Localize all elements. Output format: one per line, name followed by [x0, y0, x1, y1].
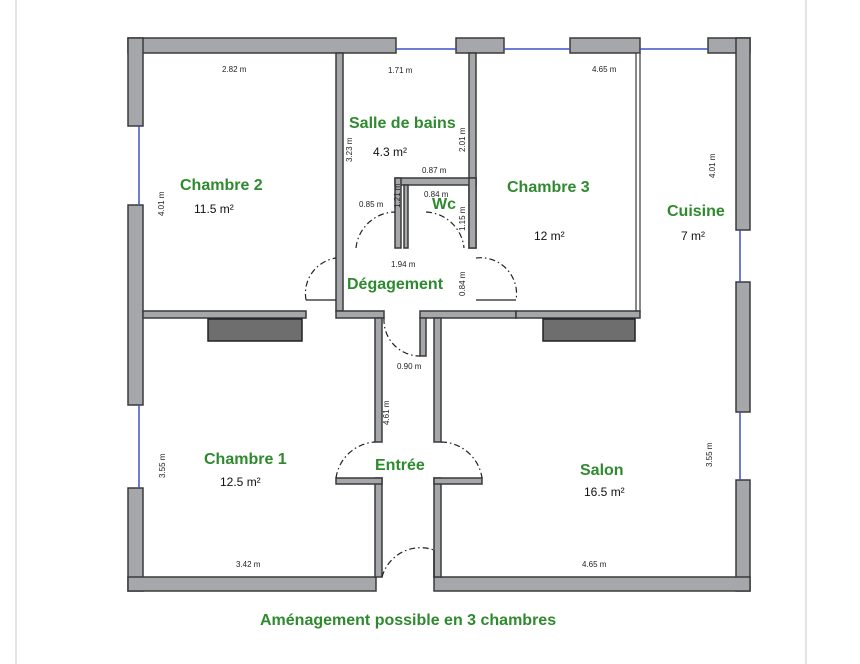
dimension-labels: 2.82 m 4.01 m 1.71 m 3.23 m 2.01 m 0.87 …: [157, 65, 717, 569]
dim-wc-inner: 0.84 m: [424, 190, 449, 199]
wall-stub-entree-left: [335, 477, 383, 485]
plan-caption: Aménagement possible en 3 chambres: [260, 612, 556, 629]
wall-entree-right-top: [433, 317, 442, 443]
room-area-cuisine: 7 m²: [681, 229, 705, 243]
room-name-sdb: Salle de bains: [349, 115, 456, 132]
wall-deg-bottom-left: [335, 310, 385, 319]
wall-right-1: [735, 37, 751, 231]
room-name-cuisine: Cuisine: [667, 203, 725, 220]
wall-ch2-bottom: [142, 310, 307, 319]
wall-left-3: [127, 487, 144, 592]
dim-entree-length: 4.61 m: [382, 400, 391, 425]
wall-left-2: [127, 204, 144, 406]
fixture-salon: [542, 318, 636, 342]
dim-sdb-height-right: 2.01 m: [458, 127, 467, 152]
dim-salon-height: 3.55 m: [705, 442, 714, 467]
wall-top-left: [127, 37, 397, 54]
wall-wc-partition: [403, 184, 409, 249]
dim-wc-side: 1.21 m: [393, 183, 402, 208]
dim-cuisine-height: 4.01 m: [708, 153, 717, 178]
wall-ch3-bottom: [515, 310, 641, 319]
room-name-chambre2: Chambre 2: [180, 177, 263, 194]
room-area-chambre3: 12 m²: [534, 229, 565, 243]
door-swing-entree-left: [335, 441, 376, 479]
door-swing-front: [381, 547, 435, 578]
wall-ch2-sdb: [335, 52, 344, 312]
dim-degagement-depth: 0.84 m: [458, 271, 467, 296]
wall-entree-left-bottom: [374, 477, 383, 578]
wall-top-right: [569, 37, 641, 54]
doors: [304, 211, 518, 578]
dim-sdb-width: 1.71 m: [388, 66, 413, 75]
wall-ch3-cuisine: [635, 52, 641, 312]
door-swing-chambre3: [475, 257, 518, 301]
wall-right-3: [735, 479, 751, 592]
dim-degagement-width: 1.94 m: [391, 260, 416, 269]
wall-left-1: [127, 37, 144, 127]
wall-wc-right: [468, 177, 477, 249]
wall-stub-entree-door: [419, 317, 427, 357]
exterior-walls: [127, 37, 751, 592]
dim-chambre1-height: 3.55 m: [158, 453, 167, 478]
wall-entree-right-bottom: [433, 477, 442, 578]
wall-top-mid: [455, 37, 505, 54]
room-area-chambre2: 11.5 m²: [194, 202, 234, 216]
dim-sdb-height-left: 3.23 m: [345, 137, 354, 162]
room-area-salon: 16.5 m²: [584, 485, 625, 499]
dim-entree-door: 0.90 m: [397, 362, 422, 371]
wall-stub-entree-right: [433, 477, 483, 485]
door-swing-sdb: [355, 211, 396, 249]
room-name-wc: Wc: [432, 196, 456, 213]
room-area-sdb: 4.3 m²: [373, 145, 407, 159]
wall-wc-top: [394, 177, 477, 186]
wall-entree-left-top: [374, 317, 383, 443]
wall-deg-bottom-right: [419, 310, 517, 319]
windows: [138, 48, 741, 488]
door-swing-wc: [425, 211, 465, 249]
room-name-entree: Entrée: [375, 457, 425, 474]
dim-wc-depth: 1.15 m: [458, 206, 467, 231]
fixture-chambre1: [207, 318, 303, 342]
dim-salon-width: 4.65 m: [582, 560, 607, 569]
room-name-salon: Salon: [580, 462, 624, 479]
room-name-degagement: Dégagement: [347, 276, 444, 293]
wall-right-2: [735, 281, 751, 413]
dim-chambre1-width: 3.42 m: [236, 560, 261, 569]
door-swing-entree-right: [440, 441, 483, 479]
door-swing-chambre2: [304, 257, 337, 301]
wall-wc-left: [394, 177, 402, 249]
room-name-chambre3: Chambre 3: [507, 179, 590, 196]
dim-chambre2-height: 4.01 m: [157, 191, 166, 216]
room-area-chambre1: 12.5 m²: [220, 475, 261, 489]
wall-bottom-left: [127, 576, 377, 592]
dim-sdb-door: 0.85 m: [359, 200, 384, 209]
dim-wc-top: 0.87 m: [422, 166, 447, 175]
room-name-chambre1: Chambre 1: [204, 451, 287, 468]
door-swing-chambre1: [383, 317, 421, 357]
dim-chambre3-width: 4.65 m: [592, 65, 617, 74]
wall-bottom-right: [433, 576, 751, 592]
dim-chambre2-width: 2.82 m: [222, 65, 247, 74]
interior-walls: [142, 52, 641, 578]
